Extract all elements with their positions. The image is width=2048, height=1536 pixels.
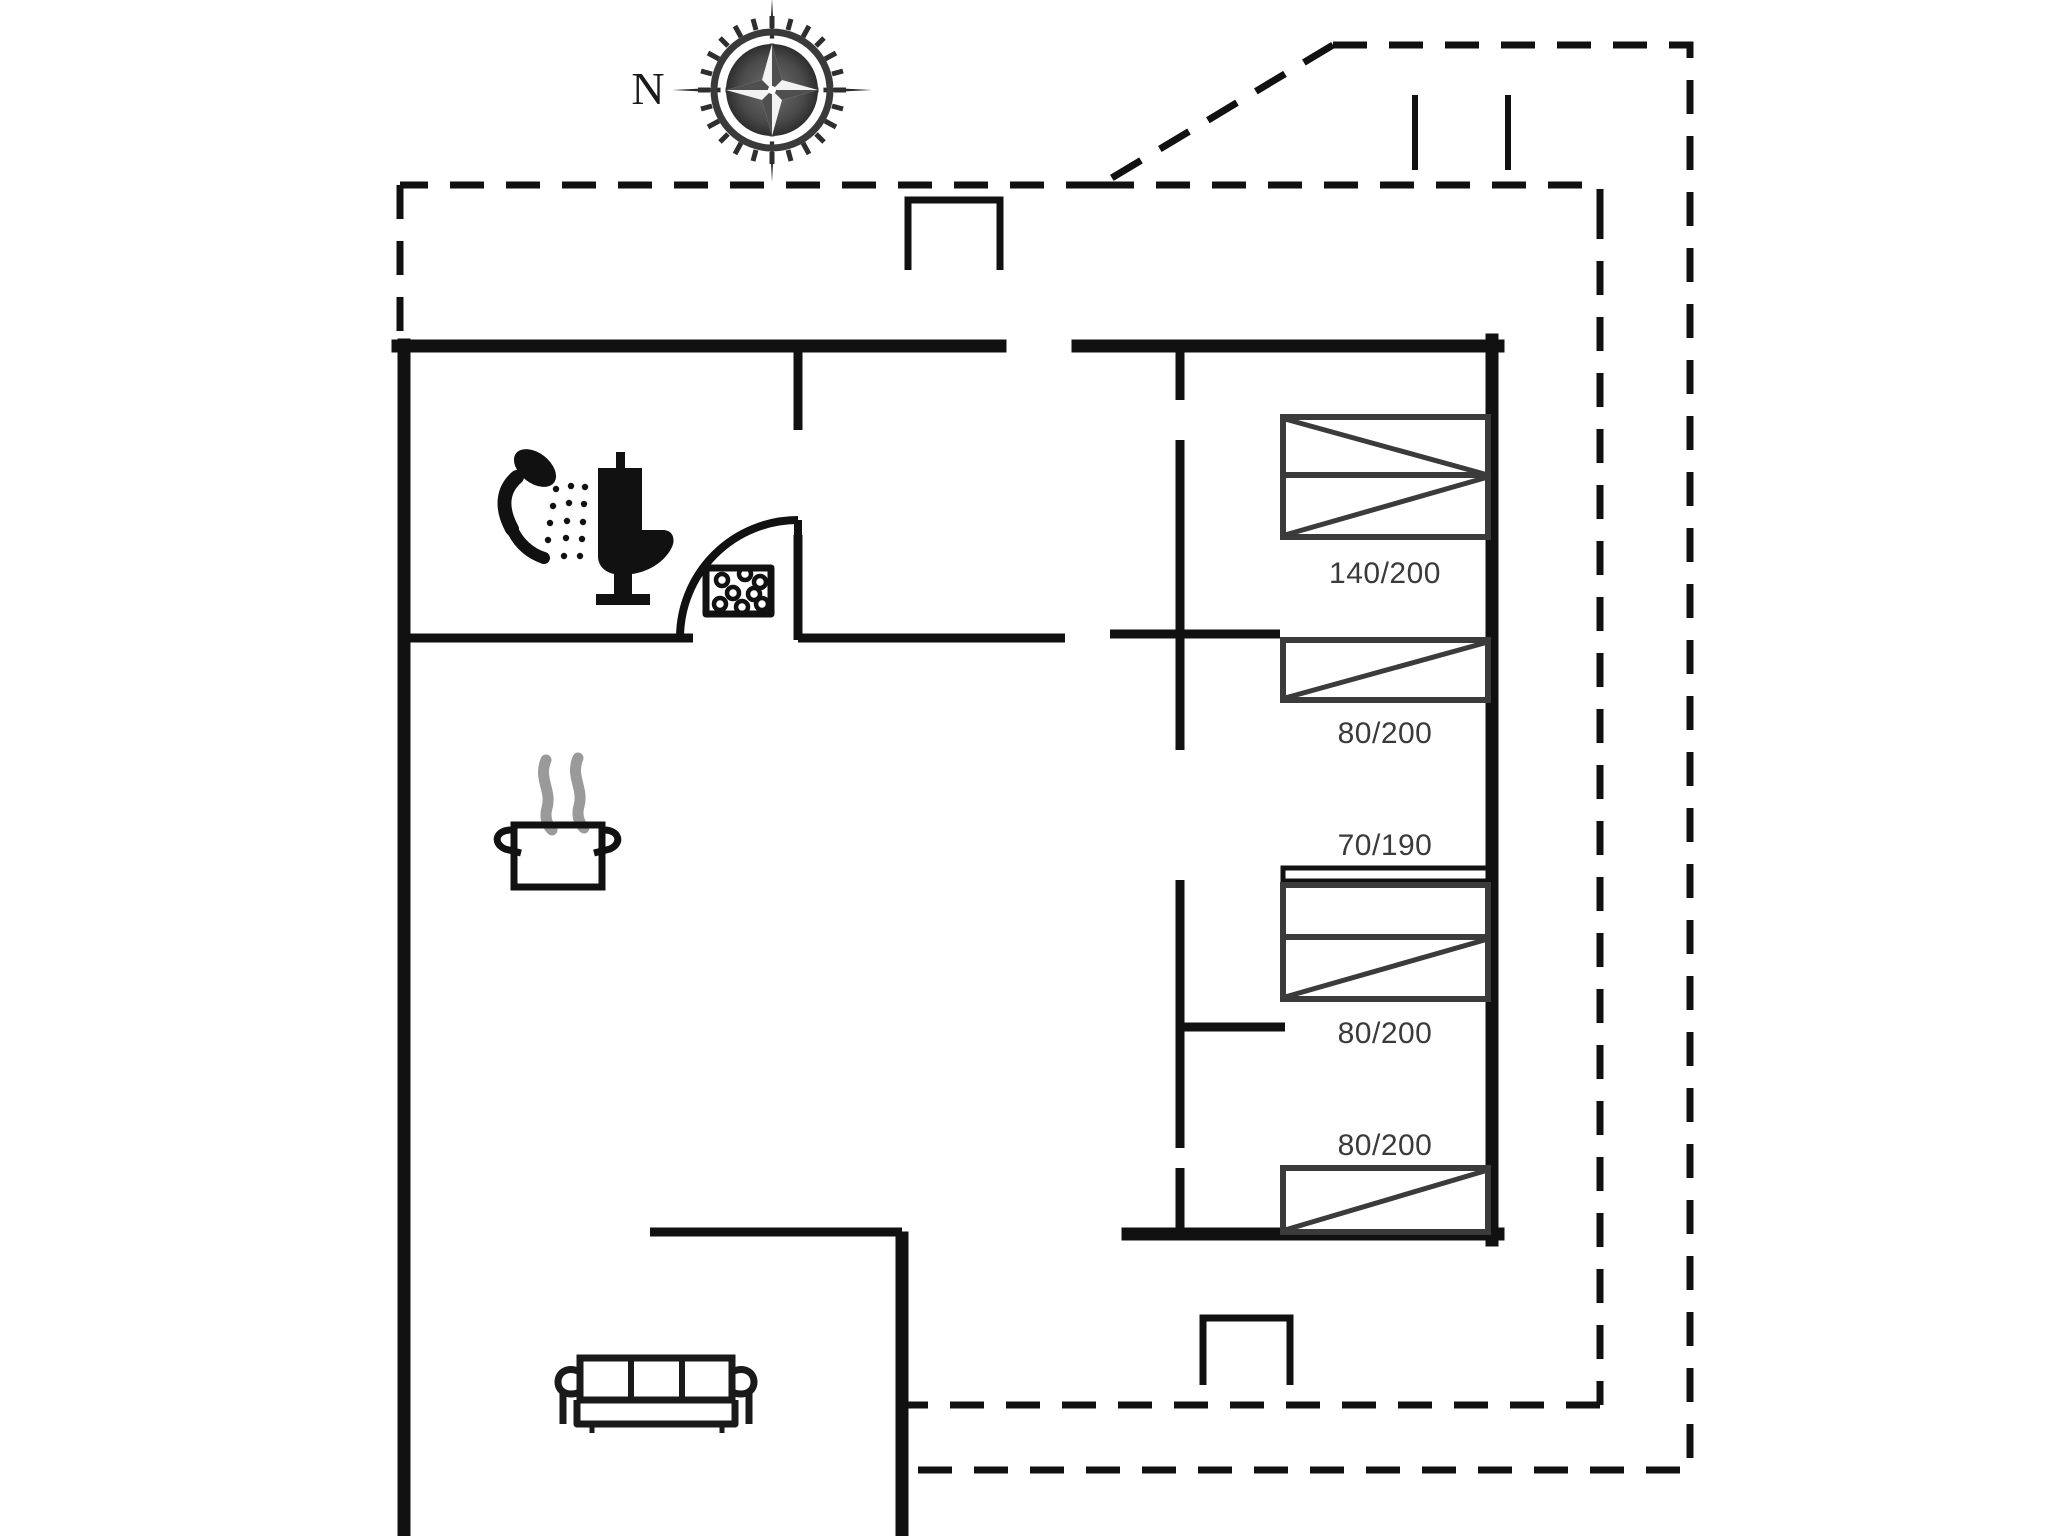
bed-single-upper-diagonal (1284, 639, 1489, 701)
bed-double-140-200 (1280, 414, 1491, 540)
door-70-190-group (1280, 865, 1491, 884)
bathroom-door-swing-arc (676, 516, 799, 639)
bed-double-lower-diagonal (1284, 474, 1489, 538)
bed-single-middle-diagonal (1284, 936, 1489, 1000)
bed-single-80-200-upper (1280, 637, 1491, 703)
terrace-chamfer-edge (1098, 41, 1335, 189)
bed-label-single-top: 80/200 (1338, 717, 1433, 750)
washing-machine-icon (702, 564, 775, 618)
bed-single-bottom-diagonal (1284, 1167, 1489, 1233)
bed-double-upper-diagonal (1284, 416, 1489, 478)
door-70-190-leaf (1280, 865, 1491, 884)
terrace-outer-boundary (905, 41, 1694, 1474)
terrace-outline-group (396, 41, 1694, 1474)
terrace-post-group (1412, 95, 1511, 170)
bed-label-double: 140/200 (1329, 557, 1441, 590)
sofa-icon (554, 1354, 758, 1433)
entry-step-top (904, 196, 1004, 270)
compass-north-label: N (631, 63, 664, 114)
bed-label-single-bottom: 80/200 (1338, 1129, 1433, 1162)
bed-label-single-mid: 80/200 (1338, 1017, 1433, 1050)
interior-walls-bedrooms (1110, 349, 1285, 1238)
bathroom-door-group (676, 516, 802, 639)
bed-single-middle-upper-box (1280, 882, 1491, 940)
cooking-pot-icon (493, 752, 622, 891)
shower-icon (497, 449, 589, 564)
house-outer-walls (391, 333, 1505, 1536)
door-label-70-190: 70/190 (1338, 829, 1433, 862)
entry-step-bottom (1199, 1314, 1294, 1385)
terrace-top-right-connector (1100, 181, 1604, 205)
bed-single-80-200-bottom (1280, 1165, 1491, 1235)
toilet-icon (596, 452, 674, 605)
bed-single-80-200-middle (1280, 882, 1491, 1002)
compass-rose-icon (672, 0, 872, 182)
